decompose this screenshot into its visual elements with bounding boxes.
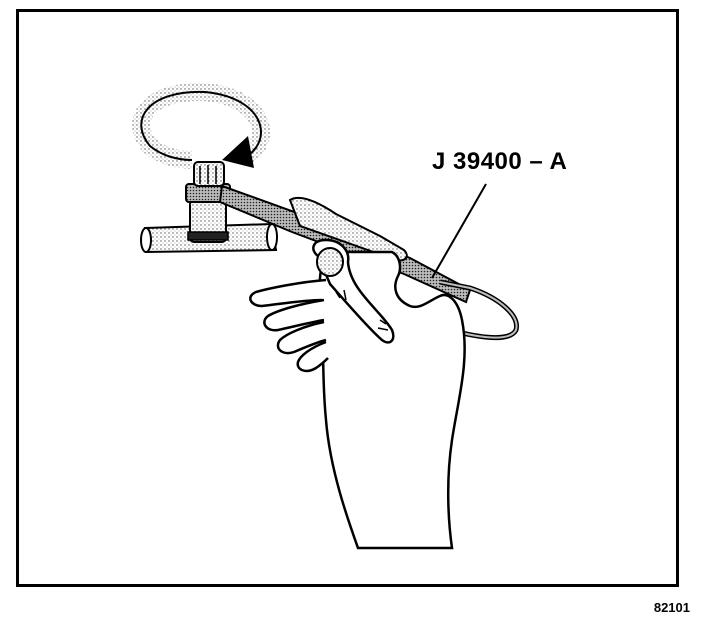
figure-number: 82101 [653,600,690,615]
tool-callout-label: J 39400 – A [432,148,568,175]
hand [249,238,466,550]
valve-fitting [185,161,231,243]
tool-probe [218,184,519,341]
diagram-frame [16,9,679,587]
callout-leader-line [431,183,487,279]
rotation-arrow-icon [132,82,270,169]
